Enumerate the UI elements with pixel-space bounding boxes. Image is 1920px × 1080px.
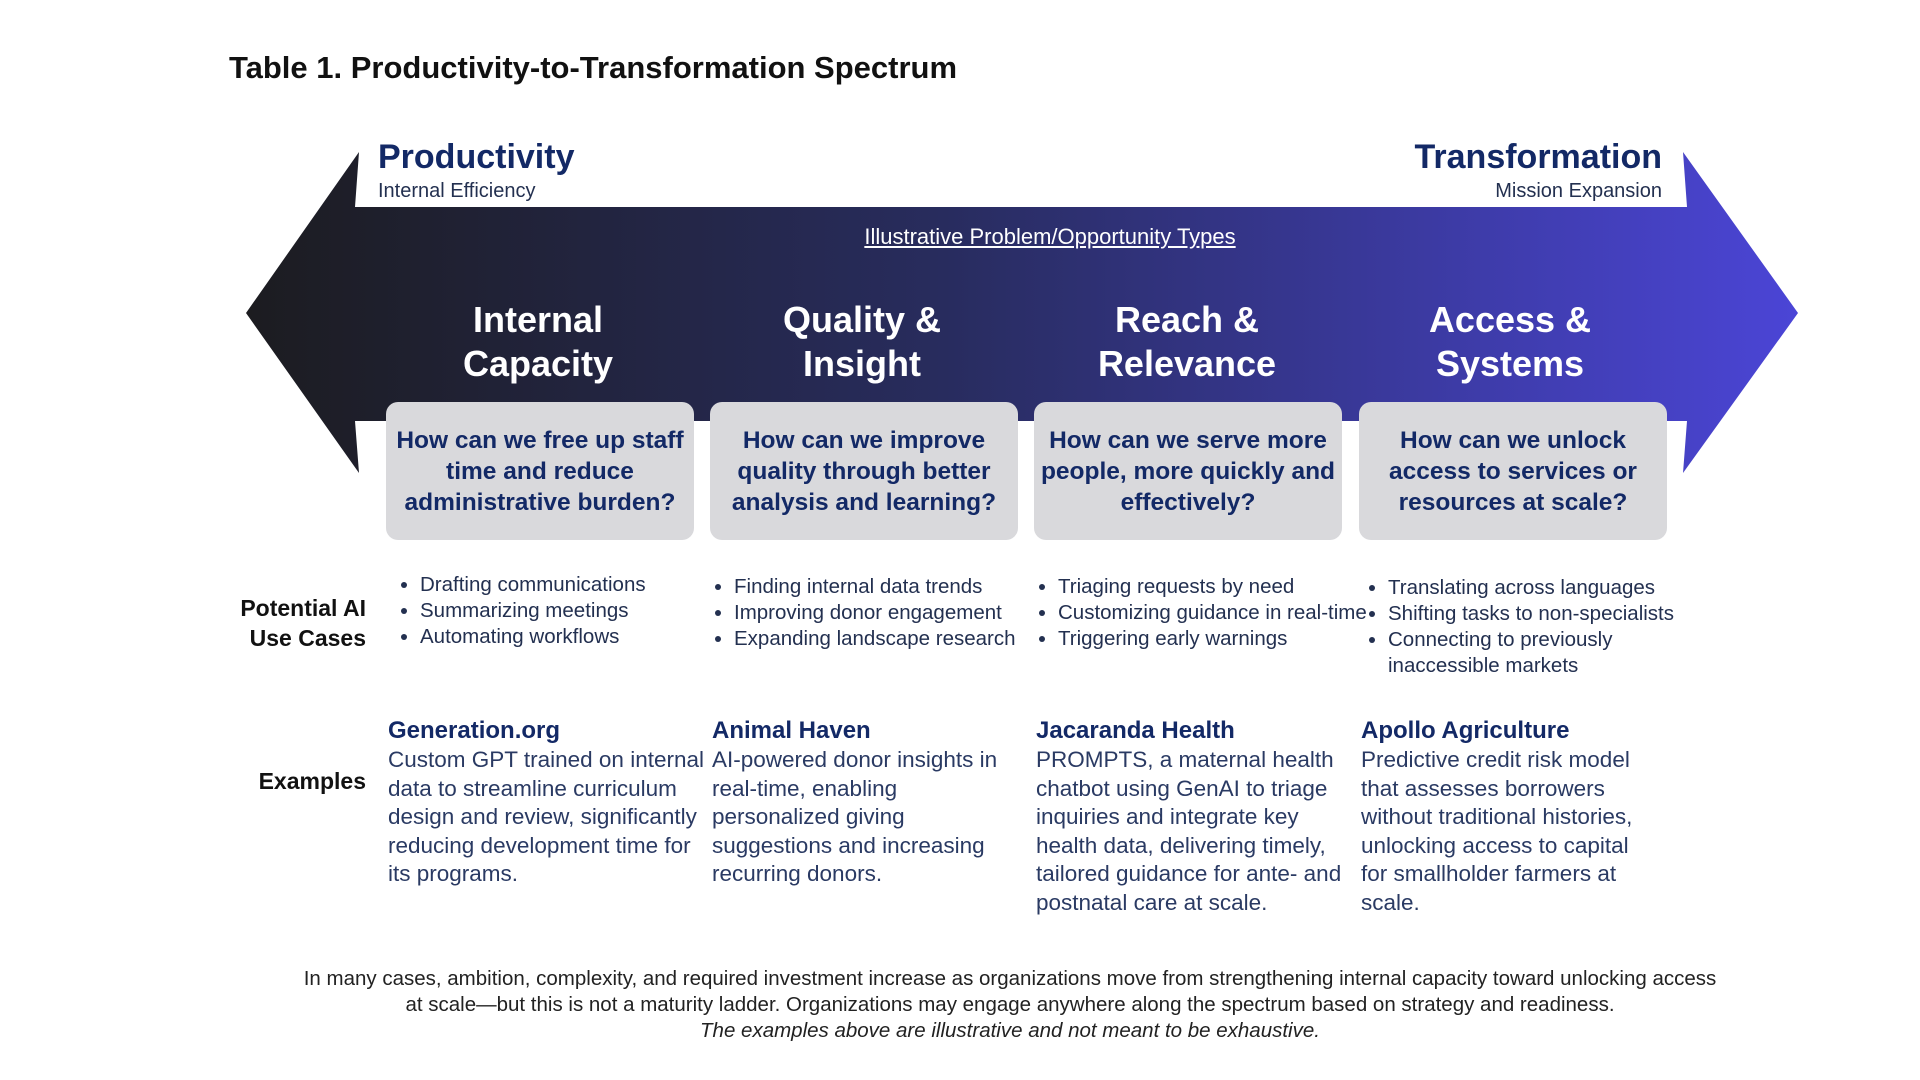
list-item: Drafting communications bbox=[420, 572, 750, 598]
footnote-italic-text: The examples above are illustrative and … bbox=[700, 1019, 1320, 1042]
list-item: Triaging requests by need bbox=[1058, 574, 1388, 600]
example-internal-capacity: Generation.org Custom GPT trained on int… bbox=[388, 716, 708, 889]
example-org-name: Generation.org bbox=[388, 717, 561, 744]
list-item: Summarizing meetings bbox=[420, 598, 750, 624]
example-reach-relevance: Jacaranda Health PROMPTS, a maternal hea… bbox=[1036, 716, 1346, 917]
row-label-examples: Examples bbox=[258, 768, 366, 794]
question-text: How can we unlock access to services or … bbox=[1389, 426, 1637, 516]
row-label-use-cases: Potential AI Use Cases bbox=[240, 595, 366, 651]
example-access-systems: Apollo Agriculture Predictive credit ris… bbox=[1361, 716, 1661, 917]
list-item: Connecting to previously inaccessible ma… bbox=[1388, 627, 1718, 679]
example-description: AI-powered donor insights in real-time, … bbox=[712, 747, 998, 886]
use-case-list-reach-relevance: Triaging requests by need Customizing gu… bbox=[1030, 574, 1388, 652]
transformation-heading: Transformation bbox=[1414, 138, 1662, 176]
question-box-reach-relevance: How can we serve more people, more quick… bbox=[1034, 402, 1342, 540]
example-description: Custom GPT trained on internal data to s… bbox=[388, 747, 704, 886]
productivity-subheading: Internal Efficiency bbox=[378, 180, 536, 202]
list-item: Shifting tasks to non-specialists bbox=[1388, 601, 1718, 627]
example-description: PROMPTS, a maternal health chatbot using… bbox=[1036, 747, 1342, 915]
question-text: How can we serve more people, more quick… bbox=[1040, 426, 1336, 516]
productivity-heading: Productivity bbox=[378, 138, 575, 176]
footnote: In many cases, ambition, complexity, and… bbox=[300, 966, 1720, 1044]
list-item: Translating across languages bbox=[1388, 575, 1718, 601]
question-box-access-systems: How can we unlock access to services or … bbox=[1359, 402, 1667, 540]
example-org-name: Jacaranda Health bbox=[1036, 717, 1235, 744]
column-title-access-systems: Access & Systems bbox=[1428, 299, 1592, 384]
question-box-quality-insight: How can we improve quality through bette… bbox=[710, 402, 1018, 540]
list-item: Triggering early warnings bbox=[1058, 626, 1388, 652]
column-title-quality-insight: Quality & Insight bbox=[782, 299, 942, 384]
list-item: Improving donor engagement bbox=[734, 600, 1064, 626]
column-title-internal-capacity: Internal Capacity bbox=[462, 299, 614, 384]
example-description: Predictive credit risk model that assess… bbox=[1361, 747, 1633, 915]
question-text: How can we improve quality through bette… bbox=[731, 426, 997, 516]
example-org-name: Animal Haven bbox=[712, 717, 871, 744]
use-case-list-quality-insight: Finding internal data trends Improving d… bbox=[706, 574, 1064, 652]
spectrum-arrow-shape bbox=[246, 152, 1798, 473]
footnote-text: In many cases, ambition, complexity, and… bbox=[303, 967, 1717, 1016]
example-quality-insight: Animal Haven AI-powered donor insights i… bbox=[712, 716, 1012, 889]
opportunity-types-label: Illustrative Problem/Opportunity Types bbox=[864, 224, 1236, 249]
use-case-list-internal-capacity: Drafting communications Summarizing meet… bbox=[392, 572, 750, 650]
column-title-reach-relevance: Reach & Relevance bbox=[1097, 299, 1277, 384]
transformation-subheading: Mission Expansion bbox=[1495, 180, 1662, 202]
list-item: Automating workflows bbox=[420, 624, 750, 650]
list-item: Finding internal data trends bbox=[734, 574, 1064, 600]
list-item: Customizing guidance in real-time bbox=[1058, 600, 1388, 626]
example-org-name: Apollo Agriculture bbox=[1361, 717, 1570, 744]
table-title: Table 1. Productivity-to-Transformation … bbox=[229, 50, 958, 85]
question-text: How can we free up staff time and reduce… bbox=[396, 426, 684, 516]
use-case-list-access-systems: Translating across languages Shifting ta… bbox=[1360, 575, 1718, 679]
question-box-internal-capacity: How can we free up staff time and reduce… bbox=[386, 402, 694, 540]
list-item: Expanding landscape research bbox=[734, 626, 1064, 652]
